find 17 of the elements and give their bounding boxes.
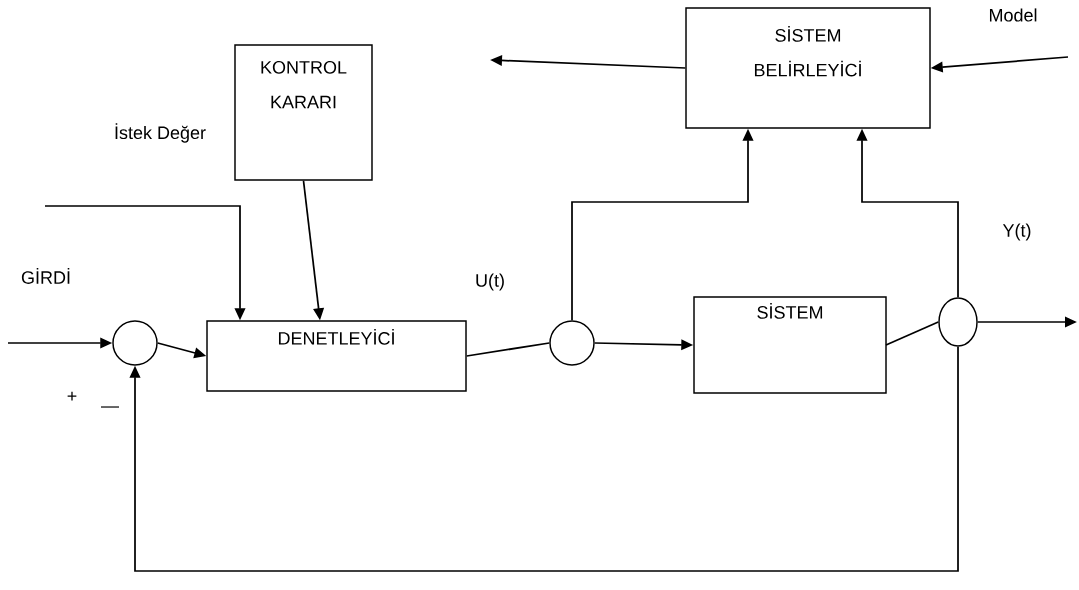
signal-label: Y(t) — [1002, 223, 1031, 241]
process-box: SİSTEM BELİRLEYİCİ — [685, 7, 931, 129]
signal-label: İstek Değer — [115, 123, 206, 143]
connector-line — [885, 321, 940, 346]
process-box: DENETLEYİCİ — [206, 320, 467, 392]
signal-label: + — [67, 391, 77, 401]
summing-junction — [938, 297, 978, 347]
process-box: SİSTEM — [693, 296, 887, 394]
signal-label: Model — [990, 8, 1037, 22]
connector-line — [465, 342, 551, 357]
signal-label: GİRDİ — [21, 268, 70, 284]
summing-junction — [549, 320, 595, 366]
signal-label: — — [101, 406, 119, 408]
arrow — [129, 345, 959, 572]
summing-junction — [112, 320, 158, 366]
signal-label: U(t) — [476, 273, 504, 291]
process-box: KONTROL KARARI — [234, 44, 373, 181]
